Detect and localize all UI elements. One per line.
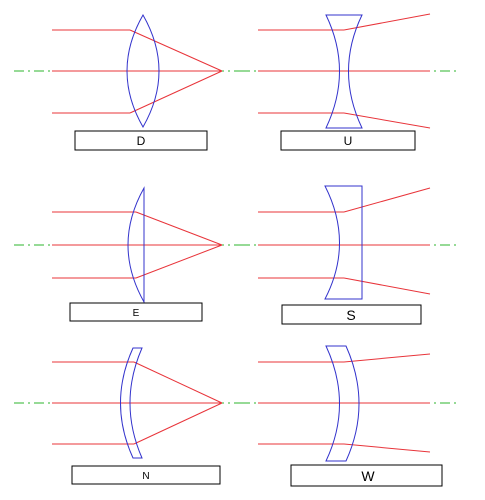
label-u: U	[344, 134, 353, 148]
label-box-e	[69, 302, 203, 322]
ray-lower-refracted-d	[129, 70, 223, 114]
label-w: W	[361, 468, 375, 484]
label-d: D	[137, 134, 146, 148]
lens-biconvex	[126, 13, 160, 129]
label-s: S	[346, 307, 355, 323]
lens-negative-meniscus	[325, 345, 360, 462]
panel-e: E	[14, 186, 254, 322]
label-box-w	[290, 464, 443, 487]
label-box-n	[71, 465, 221, 485]
ray-upper-refracted-e	[135, 211, 223, 246]
panel-n: N	[14, 347, 254, 485]
label-box-u	[280, 130, 416, 151]
ray-upper-refracted-d	[129, 29, 223, 72]
lens-positive-meniscus	[120, 347, 143, 459]
lens-plano-convex	[127, 186, 145, 304]
ray-lower-refracted-n	[133, 402, 223, 445]
panel-u: U	[240, 13, 460, 151]
panel-d: D	[14, 13, 254, 151]
lens-plano-concave	[324, 185, 363, 300]
ray-upper-refracted-n	[133, 361, 223, 404]
panel-w: W	[240, 345, 460, 487]
ray-lower-refracted-e	[135, 244, 223, 279]
label-box-s	[281, 304, 422, 325]
ray-lower-refracted-s	[343, 277, 431, 295]
panel-s: S	[240, 185, 460, 325]
ray-upper-refracted-s	[343, 187, 431, 213]
lens-biconcave	[325, 14, 363, 129]
ray-lower-refracted-w	[343, 443, 431, 453]
label-e: E	[133, 308, 140, 319]
label-box-d	[74, 130, 208, 151]
ray-upper-refracted-u	[343, 13, 431, 31]
label-n: N	[142, 471, 149, 482]
ray-upper-refracted-w	[343, 353, 431, 363]
ray-lower-refracted-u	[343, 112, 431, 129]
